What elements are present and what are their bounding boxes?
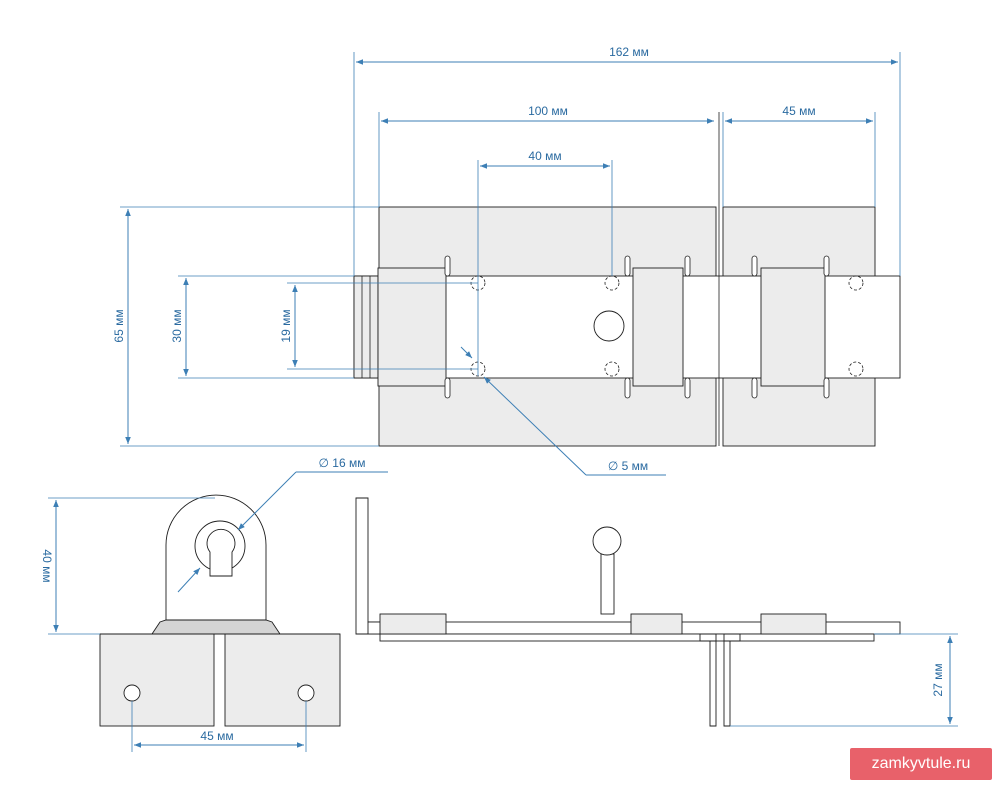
dim-plate-length: 100 мм xyxy=(528,104,568,118)
handle-knob xyxy=(593,310,625,342)
dim-base-hole-spacing: 45 мм xyxy=(200,729,233,743)
end-view-hole xyxy=(123,684,141,702)
top-view-dimensions xyxy=(120,52,901,476)
bolt-end-cap xyxy=(353,275,379,379)
dim-keeper-length: 45 мм xyxy=(782,104,815,118)
front-view-base xyxy=(379,633,875,642)
mounting-slots xyxy=(444,255,830,399)
end-view-base-right xyxy=(224,633,341,727)
dim-hole-vertical-spacing: 19 мм xyxy=(279,309,293,342)
dim-hole-diameter: ∅ 5 мм xyxy=(608,459,648,473)
dim-overall-length: 162 мм xyxy=(609,45,649,59)
end-view-base-left xyxy=(99,633,215,727)
screw-hole xyxy=(848,361,864,377)
dim-side-height: 40 мм xyxy=(40,549,54,582)
end-view xyxy=(99,494,341,727)
brand-badge[interactable]: zamkyvtule.ru xyxy=(850,748,992,780)
front-view-handle-knob xyxy=(592,526,622,556)
dim-hole-spacing: 40 мм xyxy=(528,149,561,163)
front-view xyxy=(355,497,901,727)
dim-bolt-diameter: ∅ 16 мм xyxy=(319,456,366,470)
front-view-guide-middle xyxy=(630,613,683,635)
front-view-keeper-right xyxy=(723,640,731,727)
guide-band-middle xyxy=(632,267,684,387)
front-view-keeper-left xyxy=(709,640,717,727)
dim-bolt-height: 30 мм xyxy=(170,309,184,342)
screw-hole xyxy=(604,361,620,377)
guide-band-left xyxy=(377,267,447,387)
end-view-hole xyxy=(297,684,315,702)
dim-keeper-depth: 27 мм xyxy=(931,663,945,696)
screw-hole xyxy=(848,275,864,291)
front-view-bolt-end xyxy=(355,497,381,635)
front-view-guide-right xyxy=(760,613,827,635)
front-view-dimensions xyxy=(730,633,958,727)
dim-plate-height: 65 мм xyxy=(112,309,126,342)
guide-band-right xyxy=(760,267,826,387)
front-view-guide-left xyxy=(379,613,447,635)
end-view-dimensions xyxy=(48,471,388,752)
top-view xyxy=(353,112,901,447)
front-view-handle-stem xyxy=(600,553,615,615)
